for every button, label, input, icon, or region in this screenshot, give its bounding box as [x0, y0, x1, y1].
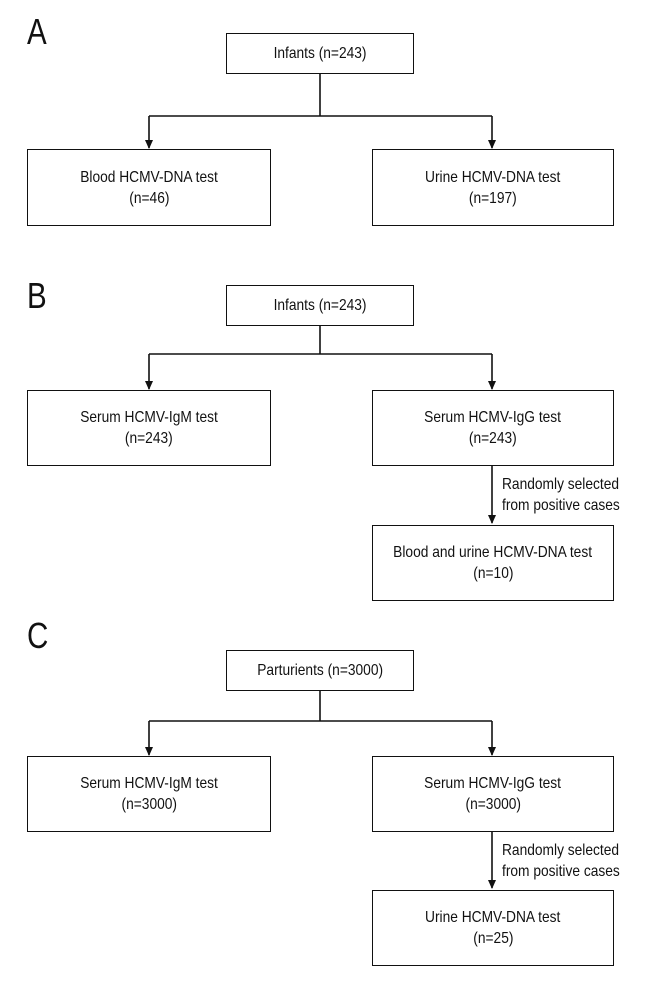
panel-b-dna-box: Blood and urine HCMV-DNA test (n=10) [372, 525, 614, 601]
panel-c-root-box: Parturients (n=3000) [226, 650, 414, 691]
panel-b-selection-note: Randomly selected from positive cases [502, 474, 639, 516]
panel-b-igm-title: Serum HCMV-IgM test [80, 409, 218, 426]
panel-c-igm-count: (n=3000) [121, 796, 177, 813]
panel-c-urine-dna-count: (n=25) [472, 930, 514, 947]
panel-c-igg-title: Serum HCMV-IgG test [424, 775, 562, 792]
panel-b-igg-count: (n=243) [469, 430, 517, 447]
panel-b-root-text: Infants (n=243) [273, 297, 367, 314]
panel-b-igg-box: Serum HCMV-IgG test (n=243) [372, 390, 614, 466]
panel-a-urine-dna-count: (n=197) [469, 189, 517, 207]
panel-b-root-box: Infants (n=243) [226, 285, 414, 326]
panel-c-note-line1: Randomly selected [502, 842, 620, 859]
panel-a-label: A [27, 11, 47, 52]
panel-a-root-text: Infants (n=243) [273, 45, 367, 62]
panel-c-urine-dna-title: Urine HCMV-DNA test [425, 909, 561, 926]
panel-c-root-text: Parturients (n=3000) [257, 662, 383, 679]
panel-c-note-line2: from positive cases [502, 863, 620, 880]
panel-b-igg-title: Serum HCMV-IgG test [424, 409, 562, 426]
panel-b-dna-title: Blood and urine HCMV-DNA test [393, 544, 593, 561]
panel-a-blood-dna-title: Blood HCMV-DNA test [80, 168, 218, 186]
panel-c-selection-note: Randomly selected from positive cases [502, 840, 639, 882]
panel-c-urine-dna-box: Urine HCMV-DNA test (n=25) [372, 890, 614, 966]
panel-a-blood-dna-box: Blood HCMV-DNA test (n=46) [27, 149, 271, 226]
panel-c-igm-title: Serum HCMV-IgM test [80, 775, 218, 792]
panel-a-blood-dna-count: (n=46) [128, 189, 170, 207]
panel-a-urine-dna-title: Urine HCMV-DNA test [425, 168, 561, 186]
panel-b-igm-count: (n=243) [125, 430, 173, 447]
panel-c-label: C [27, 615, 49, 656]
panel-b-note-line2: from positive cases [502, 497, 620, 514]
panel-a-urine-dna-box: Urine HCMV-DNA test (n=197) [372, 149, 614, 226]
panel-b-dna-count: (n=10) [472, 565, 514, 582]
panel-c-igg-count: (n=3000) [465, 796, 521, 813]
panel-c-igg-box: Serum HCMV-IgG test (n=3000) [372, 756, 614, 832]
panel-c-igm-box: Serum HCMV-IgM test (n=3000) [27, 756, 271, 832]
panel-b-igm-box: Serum HCMV-IgM test (n=243) [27, 390, 271, 466]
panel-a-root-box: Infants (n=243) [226, 33, 414, 74]
panel-b-note-line1: Randomly selected [502, 476, 620, 493]
panel-b-label: B [27, 275, 47, 316]
